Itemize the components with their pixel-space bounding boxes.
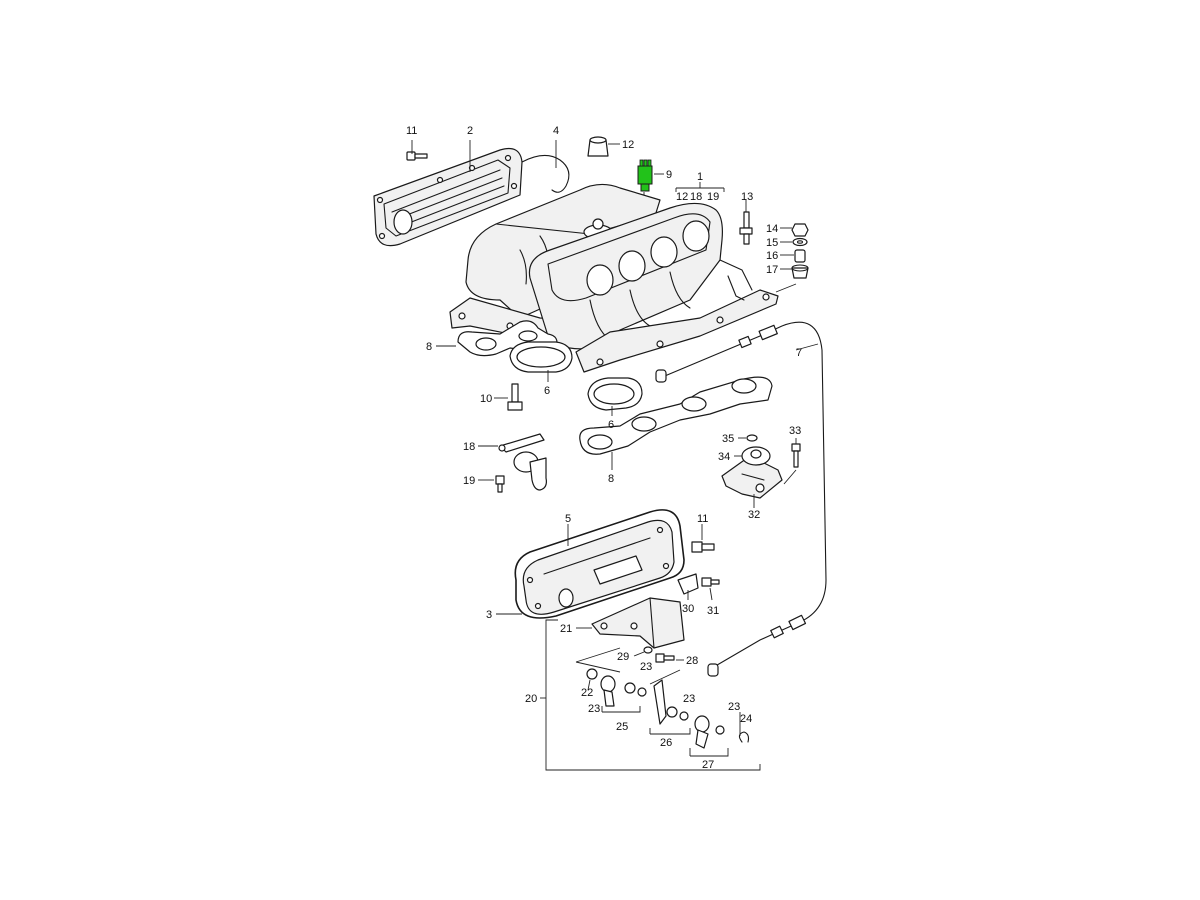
part-35-clip: [746, 434, 758, 442]
part-17-nut: [791, 264, 809, 279]
part-34-pulley: [741, 446, 771, 466]
bracket-1-group: [675, 182, 725, 192]
callout-labels: 11 2 4 12 9 1 12 18 19 13 14 15 16 17 7 …: [406, 125, 802, 771]
part-24-clip: [738, 731, 750, 743]
part-6-gasket-middle: [587, 377, 643, 411]
callout-32: 32: [748, 509, 760, 521]
part-6-gasket-upper: [509, 341, 573, 373]
gasket-8-port-a: [475, 337, 497, 351]
callout-1-sub-12: 12: [676, 191, 688, 203]
part-7-throttle-cable: [655, 321, 827, 677]
callout-25: 25: [616, 721, 628, 733]
part-8-gasket-long: [579, 376, 773, 455]
callout-23-d: 23: [728, 701, 740, 713]
callout-19: 19: [463, 475, 475, 487]
part-15-washer: [792, 237, 808, 247]
callout-20: 20: [525, 693, 537, 705]
callout-12: 12: [622, 139, 634, 151]
part-13-stud: [739, 211, 753, 245]
part-2-cover-plate: [373, 147, 523, 247]
callout-1: 1: [697, 171, 703, 183]
callout-8-upper: 8: [426, 341, 432, 353]
part-22-washer: [586, 668, 598, 680]
bracket-29-23: [575, 647, 681, 685]
part-16-sleeve: [794, 249, 806, 263]
part-9-sensor-highlighted: [637, 159, 653, 192]
bracket-20: [545, 619, 761, 771]
part-11-bolt-top: [406, 151, 428, 161]
callout-21: 21: [560, 623, 572, 635]
bracket-26: [649, 728, 691, 735]
leader-lines: [411, 140, 819, 736]
part-28-screw: [655, 653, 675, 663]
callout-4: 4: [553, 125, 559, 137]
callout-6-upper: 6: [544, 385, 550, 397]
callout-2: 2: [467, 125, 473, 137]
callout-16: 16: [766, 250, 778, 262]
bracket-25: [601, 706, 641, 713]
callout-23-c: 23: [683, 693, 695, 705]
callout-18: 18: [463, 441, 475, 453]
callout-3: 3: [486, 609, 492, 621]
callout-7: 7: [796, 347, 802, 359]
part-10-bolt: [507, 383, 523, 411]
callout-26: 26: [660, 737, 672, 749]
callout-6-middle: 6: [608, 419, 614, 431]
part-5-gasket: [514, 509, 685, 619]
part-4-gasket: [521, 154, 570, 193]
callout-23-a: 23: [640, 661, 652, 673]
callout-5: 5: [565, 513, 571, 525]
callout-1-sub-19: 19: [707, 191, 719, 203]
part-29-washer: [643, 646, 653, 654]
part-14-nut: [791, 223, 809, 237]
callout-31: 31: [707, 605, 719, 617]
gasket-8-port-b: [518, 330, 538, 342]
callout-27: 27: [702, 759, 714, 771]
callout-29: 29: [617, 651, 629, 663]
bracket-27: [689, 748, 729, 757]
part-3-cover: [522, 519, 675, 615]
callout-1-sub-18: 18: [690, 191, 702, 203]
callout-35: 35: [722, 433, 734, 445]
callout-24: 24: [740, 713, 752, 725]
part-11-bolt-lower: [691, 541, 715, 553]
part-33-bolt: [791, 443, 801, 468]
part-1-intake-manifold: [449, 183, 779, 373]
callout-14: 14: [766, 223, 778, 235]
callout-23-b: 23: [588, 703, 600, 715]
part-25-lever: [600, 675, 647, 707]
callout-17: 17: [766, 264, 778, 276]
part-26-lever: [653, 679, 689, 725]
callout-9: 9: [666, 169, 672, 181]
callout-15: 15: [766, 237, 778, 249]
part-19-screw: [495, 475, 505, 493]
callout-33: 33: [789, 425, 801, 437]
callout-10: 10: [480, 393, 492, 405]
part-31-screw: [701, 577, 720, 587]
part-18-valve: [498, 433, 547, 491]
callout-34: 34: [718, 451, 730, 463]
callout-11-top: 11: [406, 125, 417, 137]
part-30-bracket: [677, 573, 699, 595]
part-12-cap: [587, 136, 609, 157]
callout-8-long: 8: [608, 473, 614, 485]
part-21-bracket: [591, 597, 685, 649]
callout-28: 28: [686, 655, 698, 667]
callout-13: 13: [741, 191, 753, 203]
part-27-lever: [694, 715, 725, 749]
bracket-14-17: [775, 283, 797, 293]
callout-30: 30: [682, 603, 694, 615]
callout-11-lower: 11: [697, 513, 708, 525]
callout-22: 22: [581, 687, 593, 699]
